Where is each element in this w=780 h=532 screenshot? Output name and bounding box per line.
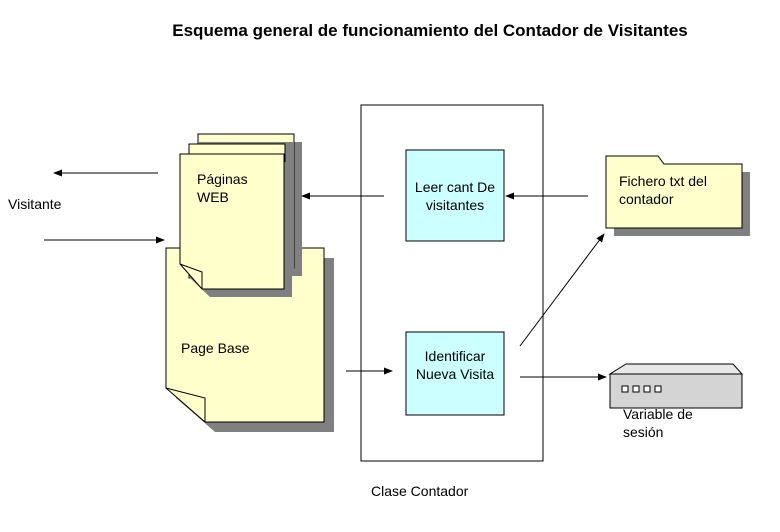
paginas-web-label: Páginas WEB bbox=[197, 171, 248, 205]
identificar-box bbox=[405, 331, 505, 416]
diagram-title: Esquema general de funcionamiento del Co… bbox=[172, 21, 688, 40]
paginas-web-stack bbox=[179, 133, 302, 297]
visitante-label: Visitante bbox=[8, 196, 62, 212]
leer-cant-box bbox=[405, 149, 505, 242]
page-base-label: Page Base bbox=[181, 340, 250, 356]
variable-sesion-label: Variable de sesión bbox=[623, 406, 693, 440]
leer-cant-label: Leer cant De visitantes bbox=[414, 179, 496, 213]
identificar-label: Identificar Nueva Visita bbox=[415, 348, 495, 382]
clase-contador-label: Clase Contador bbox=[371, 483, 469, 499]
variable-sesion-device-icon bbox=[608, 363, 744, 409]
fichero-folder-icon bbox=[605, 155, 750, 236]
arrow-identificar-to-fichero bbox=[519, 233, 605, 347]
fichero-label: Fichero txt del contador bbox=[619, 173, 707, 207]
